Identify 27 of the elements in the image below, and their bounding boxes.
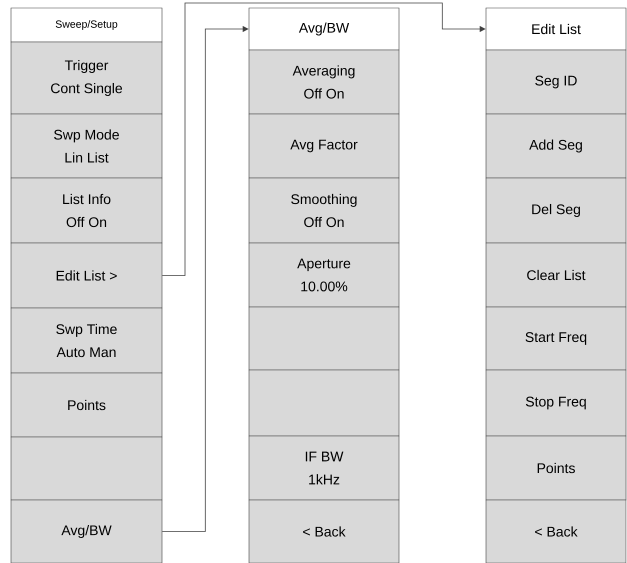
menu-cell: Swp Mode Lin List	[10, 114, 162, 178]
menu-cell: Seg ID	[486, 50, 626, 114]
menu-cell: Clear List	[486, 242, 626, 308]
menu-cell: Del Seg	[486, 178, 626, 244]
menu-cell: Points	[486, 436, 626, 500]
menu-cell: IF BW 1kHz	[248, 436, 400, 500]
menu-cell: Avg/BW	[10, 500, 162, 563]
menu-cell: < Back	[248, 500, 400, 563]
menu-cell: Stop Freq	[486, 370, 626, 436]
menu-cell	[248, 370, 400, 436]
menu-cell	[10, 436, 162, 500]
menu-cell	[248, 306, 400, 370]
menu-cell: Smoothing Off On	[248, 178, 400, 244]
menu-cell: Trigger Cont Single	[10, 42, 162, 114]
menu-cell: List Info Off On	[10, 178, 162, 244]
menu-cell: Aperture 10.00%	[248, 242, 400, 308]
menu-cell: < Back	[486, 500, 626, 563]
menu-title-cell: Sweep/Setup	[10, 8, 162, 42]
menu-cell: Averaging Off On	[248, 50, 400, 114]
menu-cell: Avg Factor	[248, 114, 400, 178]
menu-title-cell: Avg/BW	[248, 8, 400, 50]
menu-cell: Points	[10, 372, 162, 438]
menu-cell: Add Seg	[486, 114, 626, 178]
menu-title-cell: Edit List	[486, 8, 626, 50]
menu-cell: Start Freq	[486, 306, 626, 370]
menu-cell: Swp Time Auto Man	[10, 308, 162, 374]
menu-cell: Edit List >	[10, 242, 162, 308]
